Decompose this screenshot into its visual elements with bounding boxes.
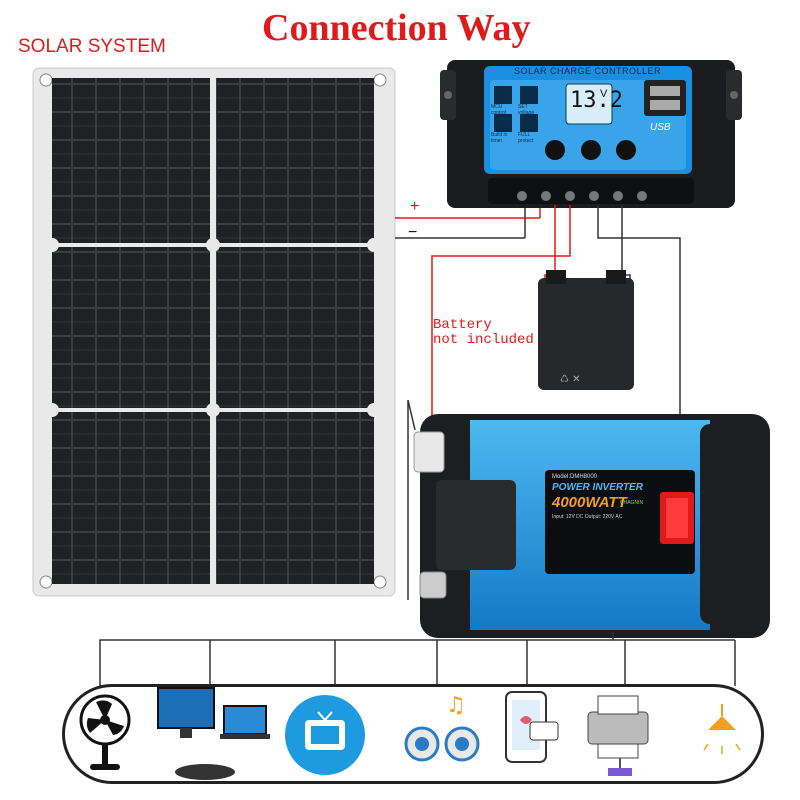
lamp-icon [703, 704, 741, 754]
tv-icon [285, 695, 365, 775]
speaker-icon: ♫ [404, 693, 480, 762]
solar-panel [32, 67, 396, 597]
solar-system-label: SOLAR SYSTEM [18, 36, 166, 57]
distribution-wires [99, 632, 736, 686]
inverter-brand: CHAGNIN [620, 500, 644, 506]
battery: ♺ ✕ [538, 270, 634, 390]
fan-icon [79, 694, 131, 770]
computer-icon [157, 687, 270, 780]
controller-header: SOLAR CHARGE CONTROLLER [514, 66, 662, 76]
icon-timer: Build in timer [491, 132, 508, 144]
minus-sign: − [408, 224, 418, 241]
battery-note: Battery not included [433, 317, 534, 348]
power-inverter [413, 414, 770, 638]
panel-wires [395, 200, 541, 239]
inverter-spec: Input: 12V DC Output: 220V AC [552, 514, 623, 520]
controller-display-unit: V [600, 88, 608, 100]
svg-text:♺ ✕: ♺ ✕ [560, 374, 581, 385]
page-title: Connection Way [262, 7, 531, 49]
phone-icon [505, 691, 559, 763]
plus-sign: + [410, 198, 420, 215]
icon-protect: FULL protect [518, 132, 534, 144]
svg-text:♫: ♫ [446, 693, 466, 718]
charge-controller [440, 60, 742, 208]
inverter-model: Model:DMH8000 [552, 474, 598, 480]
icon-set: SET voltage [518, 104, 535, 116]
printer-icon [587, 695, 649, 776]
icon-mcu: MCU control [491, 104, 507, 116]
controller-display: 13.2 [570, 88, 623, 113]
inverter-watt: 4000WATT [552, 494, 627, 511]
usb-label: USB [650, 122, 671, 133]
inverter-name: POWER INVERTER [552, 482, 643, 493]
